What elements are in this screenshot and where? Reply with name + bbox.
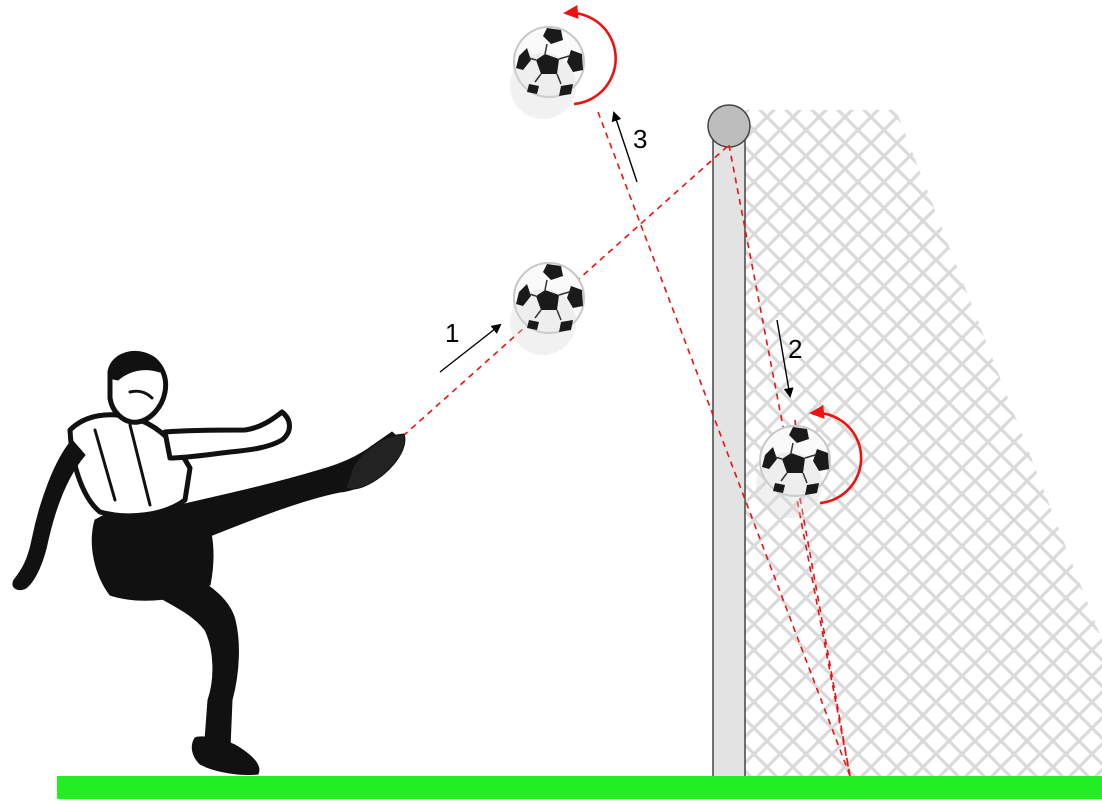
soccer-ball-icon <box>510 263 584 355</box>
step-label-2: 2 <box>788 334 802 364</box>
ground <box>57 776 1102 799</box>
step-label-3: 3 <box>633 124 647 154</box>
soccer-player-icon <box>13 353 405 774</box>
step-label-1: 1 <box>445 318 459 348</box>
goal-post <box>708 105 750 780</box>
soccer-ball-icon <box>510 27 584 119</box>
